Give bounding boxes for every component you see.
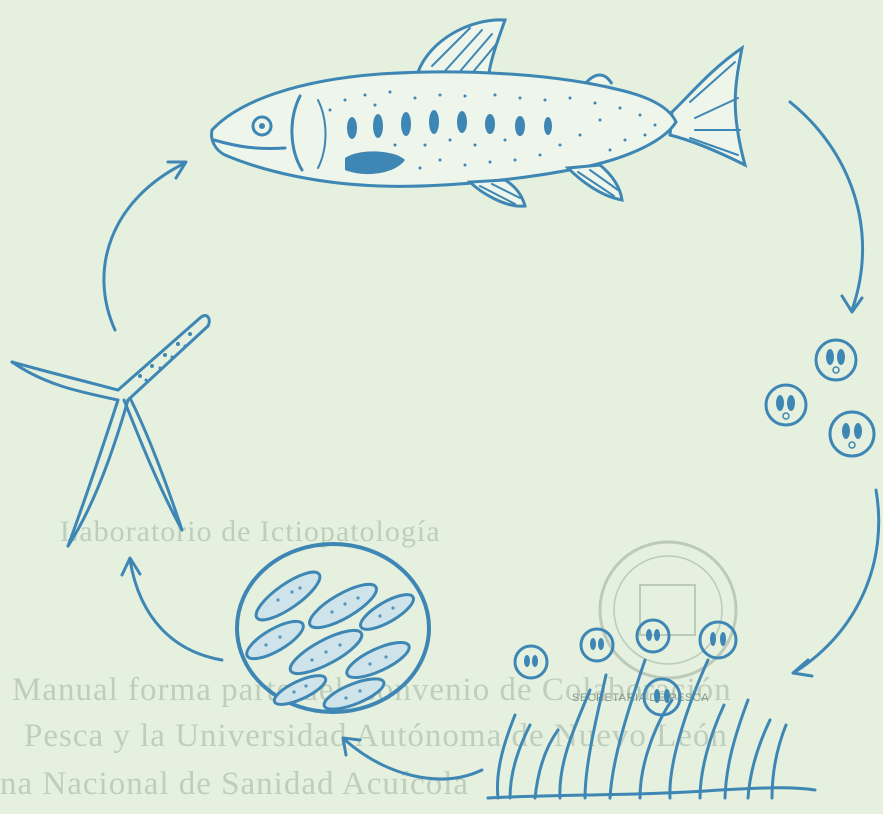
triactinomyxon-icon [12,316,209,546]
arrow-pansporocyst-to-triactinomyxon [122,558,222,660]
worm-colony-icon [488,620,815,798]
pansporocyst-icon [237,544,429,715]
arrow-spores-to-worms [793,490,879,676]
spore-cluster-icon [766,340,874,456]
arrow-triactinomyxon-to-fish [104,162,186,330]
arrow-worms-to-pansporocyst [343,738,482,779]
arrow-fish-to-spores [790,102,863,312]
fish-icon [212,20,745,206]
